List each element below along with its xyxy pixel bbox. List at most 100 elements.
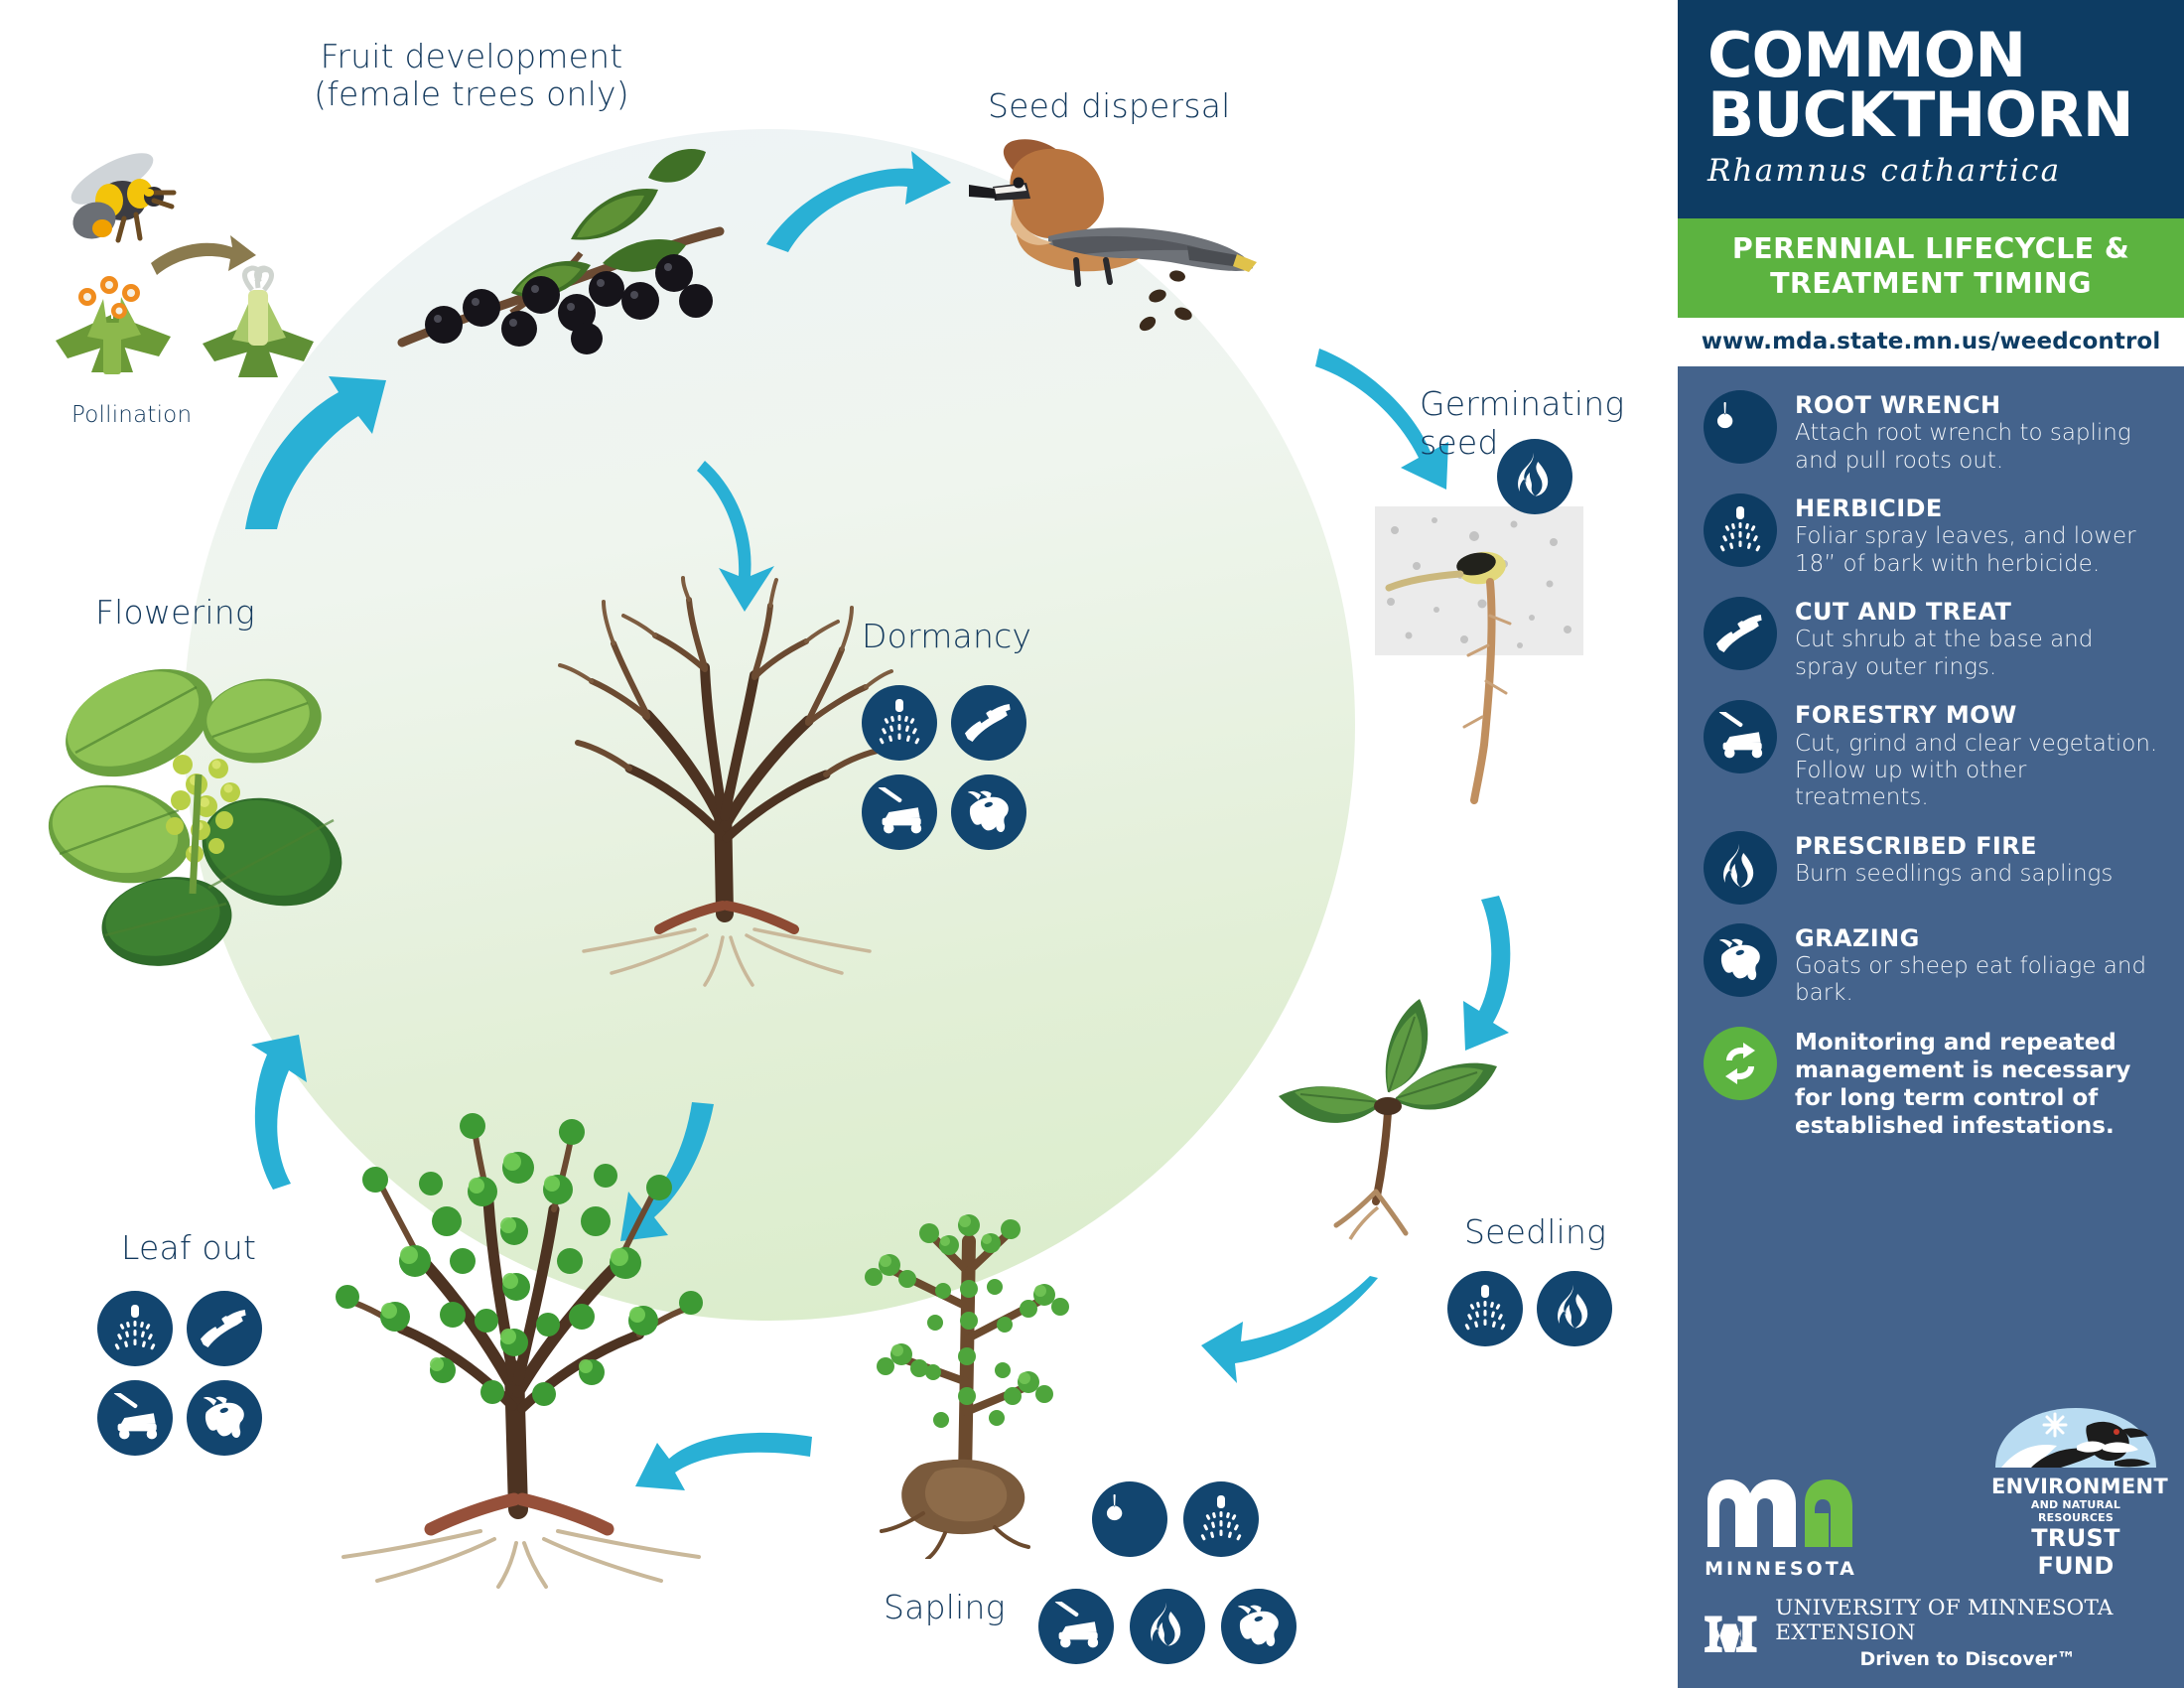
stage-label-pollination: Pollination: [71, 402, 193, 428]
herbicide-sprayer-icon[interactable]: [862, 685, 937, 761]
legend-item-prescribed-fire: PRESCRIBED FIRE Burn seedlings and sapli…: [1704, 830, 2158, 905]
info-sidebar: COMMON BUCKTHORN Rhamnus cathartica PERE…: [1678, 0, 2184, 1688]
lawn-mower-icon[interactable]: [862, 774, 937, 850]
stage-label-dormancy: Dormancy: [862, 617, 1032, 655]
goat-icon[interactable]: [951, 774, 1026, 850]
lifecycle-background-circle: [184, 129, 1355, 1321]
dormant-shrub-illustration: [558, 576, 893, 987]
legend-description: Cut, grind and clear vegetation. Follow …: [1795, 730, 2158, 811]
recycle-arrows-icon[interactable]: [1704, 1026, 1777, 1100]
legend-title: CUT AND TREAT: [1795, 598, 2012, 626]
legend-title: PRESCRIBED FIRE: [1795, 831, 2037, 860]
legend-title: HERBICIDE: [1795, 493, 1943, 522]
loon-arch-icon: [1995, 1408, 2156, 1468]
stage-label-sapling: Sapling: [884, 1588, 1006, 1626]
sapling-illustration: [865, 1214, 1069, 1559]
fruit-branch-illustration: [397, 149, 725, 354]
arrow-leafout-to-flowering: [204, 1033, 313, 1192]
bumblebee-illustration: [70, 153, 177, 243]
herbicide-sprayer-icon[interactable]: [1447, 1271, 1523, 1346]
legend-item-root-wrench: ROOT WRENCH Attach root wrench to saplin…: [1704, 389, 2158, 475]
goat-icon[interactable]: [1704, 922, 1777, 997]
legend-title: ROOT WRENCH: [1795, 390, 2001, 419]
legend-description: Foliar spray leaves, and lower 18” of ba…: [1795, 523, 2136, 577]
page-title: COMMON BUCKTHORN: [1707, 25, 2154, 146]
dormancy-treatment-icons: [862, 685, 1050, 850]
stage-label-fruit-development: Fruit development (female trees only): [314, 37, 629, 113]
title-line-1: COMMON: [1707, 19, 2026, 91]
title-block: COMMON BUCKTHORN Rhamnus cathartica: [1678, 0, 2184, 219]
umn-extension-logo: UNIVERSITY OF MINNESOTA EXTENSION Driven…: [1702, 1596, 2160, 1670]
umn-extension-line-1: UNIVERSITY OF MINNESOTA EXTENSION: [1775, 1596, 2114, 1645]
mn-wordmark-icon: [1707, 1479, 1852, 1547]
root-wrench-icon[interactable]: [1704, 389, 1777, 464]
stage-label-seedling: Seedling: [1464, 1212, 1607, 1251]
waxwing-bird-illustration: [969, 139, 1257, 332]
female-flower-illustration: [203, 265, 314, 377]
stage-label-leaf-out: Leaf out: [121, 1228, 257, 1267]
pruning-shears-icon[interactable]: [1704, 597, 1777, 670]
umn-block-m-icon: [1705, 1616, 1757, 1652]
lawn-mower-icon[interactable]: [1038, 1589, 1114, 1664]
leaf-out-treatment-icons: [97, 1291, 286, 1456]
legend-item-cut-and-treat: CUT AND TREAT Cut shrub at the base and …: [1704, 597, 2158, 681]
germinating-seed-illustration: [1375, 506, 1583, 804]
pruning-shears-icon[interactable]: [187, 1291, 262, 1366]
lawn-mower-icon[interactable]: [97, 1380, 173, 1456]
minnesota-logo: MINNESOTA: [1702, 1474, 1860, 1580]
flame-icon[interactable]: [1497, 439, 1572, 514]
stage-label-germinating-seed: Germinating seed: [1420, 384, 1625, 462]
germinating-seed-treatment-icons: [1497, 439, 1586, 514]
treatment-legend: ROOT WRENCH Attach root wrench to saplin…: [1678, 366, 2184, 1140]
arrow-inner-lower: [620, 1102, 730, 1251]
goat-icon[interactable]: [1221, 1589, 1297, 1664]
arrow-dispersal-to-germinating: [1315, 343, 1474, 492]
legend-item-monitoring: Monitoring and repeated management is ne…: [1704, 1026, 2158, 1140]
seedling-illustration: [1279, 999, 1497, 1240]
minnesota-label: MINNESOTA: [1705, 1558, 1857, 1580]
scientific-name: Rhamnus cathartica: [1707, 153, 2062, 190]
herbicide-sprayer-icon[interactable]: [1183, 1481, 1259, 1557]
stage-label-flowering: Flowering: [95, 593, 255, 632]
stage-label-seed-dispersal: Seed dispersal: [988, 86, 1231, 125]
legend-description: Attach root wrench to sapling and pull r…: [1795, 420, 2131, 474]
lawn-mower-icon[interactable]: [1704, 700, 1777, 774]
seedling-treatment-icons: [1447, 1271, 1636, 1346]
legend-title: FORESTRY MOW: [1795, 701, 2017, 730]
arrow-fruit-to-dispersal: [764, 149, 953, 258]
pollination-arrow: [151, 235, 256, 275]
arrow-germinating-to-seedling: [1459, 894, 1569, 1053]
subtitle-band: PERENNIAL LIFECYCLE & TREATMENT TIMING: [1678, 218, 2184, 318]
enrtf-logo: ENVIRONMENT AND NATURAL RESOURCES TRUST …: [1991, 1406, 2169, 1580]
legend-description: Cut shrub at the base and spray outer ri…: [1795, 627, 2094, 680]
arrow-seedling-to-sapling: [1201, 1276, 1380, 1405]
legend-title: GRAZING: [1795, 923, 1920, 952]
legend-description: Goats or sheep eat foliage and bark.: [1795, 952, 2147, 1007]
partner-logos: MINNESOTA: [1678, 1406, 2184, 1688]
enrtf-line-2: AND NATURAL RESOURCES: [2030, 1498, 2121, 1524]
flame-icon[interactable]: [1704, 830, 1777, 905]
arrow-inner-upper: [695, 457, 794, 616]
root-wrench-icon[interactable]: [1092, 1481, 1167, 1557]
arrow-sapling-to-leafout: [635, 1425, 814, 1514]
enrtf-line-1: ENVIRONMENT: [1991, 1475, 2169, 1498]
flame-icon[interactable]: [1130, 1589, 1205, 1664]
sapling-treatment-icons: [1038, 1481, 1370, 1664]
website-url[interactable]: www.mda.state.mn.us/weedcontrol: [1678, 317, 2184, 366]
goat-icon[interactable]: [187, 1380, 262, 1456]
flowering-illustration: [48, 668, 342, 966]
legend-item-herbicide: HERBICIDE Foliar spray leaves, and lower…: [1704, 492, 2158, 578]
pruning-shears-icon[interactable]: [951, 685, 1026, 761]
lifecycle-diagram-panel: Fruit development (female trees only) Se…: [48, 37, 1636, 1664]
herbicide-sprayer-icon[interactable]: [97, 1291, 173, 1366]
monitoring-text: Monitoring and repeated management is ne…: [1795, 1029, 2131, 1139]
title-line-2: BUCKTHORN: [1707, 78, 2134, 152]
enrtf-line-3: TRUST FUND: [2031, 1524, 2120, 1580]
flame-icon[interactable]: [1537, 1271, 1612, 1346]
male-flower-illustration: [56, 276, 171, 374]
arrow-flowering-to-fruit: [243, 372, 392, 531]
legend-description: Burn seedlings and saplings: [1795, 860, 2114, 887]
herbicide-sprayer-icon[interactable]: [1704, 492, 1777, 567]
leafed-out-shrub-illustration: [336, 1113, 703, 1589]
